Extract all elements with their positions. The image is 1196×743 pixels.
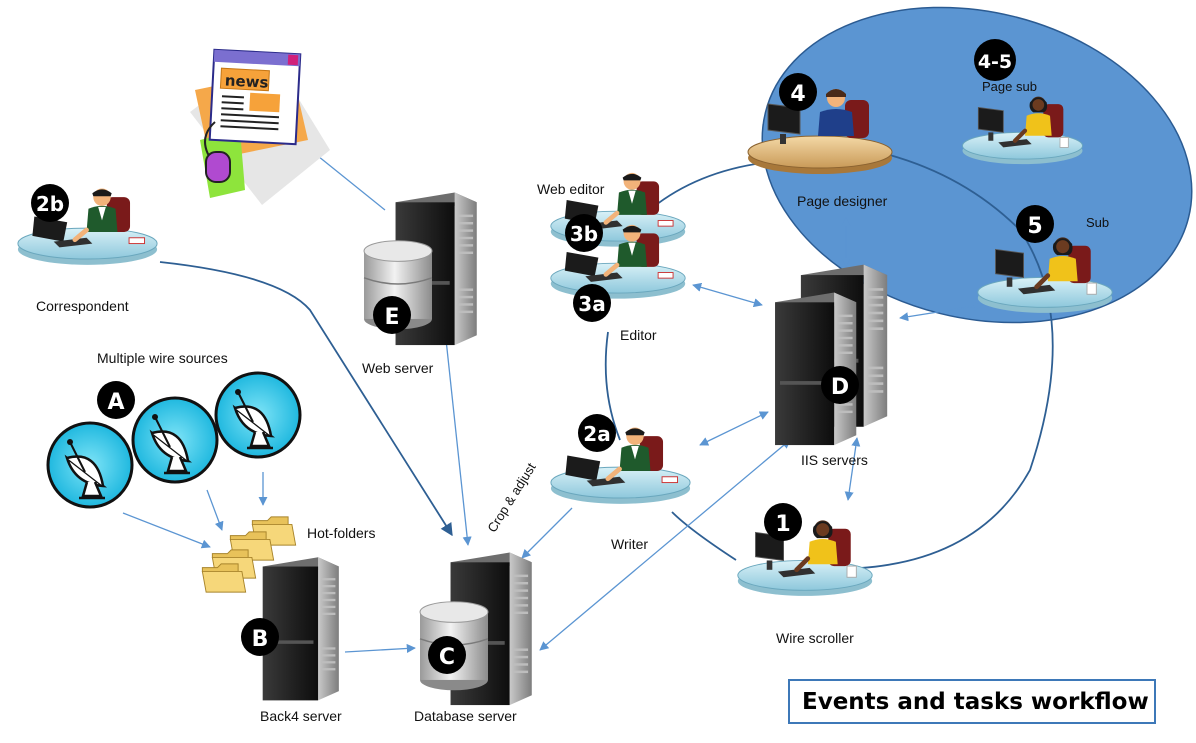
badge-4: 4 — [779, 73, 817, 111]
arrow-iis-wire — [844, 437, 861, 501]
correspondent-to-database-flow — [159, 261, 453, 537]
label-hot-folders: Hot-folders — [307, 525, 376, 541]
label-editor: Editor — [620, 327, 657, 343]
arrow-back4-to-database — [344, 643, 416, 654]
arrow-editor-iis — [692, 282, 763, 308]
label-web-editor: Web editor — [537, 181, 605, 197]
label-database-server: Database server — [414, 708, 517, 724]
svg-text:4-5: 4-5 — [978, 51, 1012, 73]
label-wire-scroller: Wire scroller — [776, 630, 854, 646]
label-multiple-wire-sources: Multiple wire sources — [97, 350, 228, 366]
badge-1: 1 — [764, 503, 802, 541]
satellite-dish-icon-3 — [214, 371, 302, 459]
svg-text:B: B — [252, 627, 269, 652]
label-page-designer: Page designer — [797, 193, 888, 209]
arrow-sub-iis — [899, 301, 983, 322]
badge-2b: 2b — [31, 184, 69, 222]
arrow-web-to-news — [307, 147, 386, 211]
badge-3b: 3b — [565, 214, 603, 252]
arrow-writer-to-database — [521, 507, 573, 559]
svg-text:2b: 2b — [36, 192, 64, 216]
label-page-sub: Page sub — [982, 79, 1037, 94]
svg-text:D: D — [831, 375, 849, 400]
arrow-writer-iis — [699, 411, 769, 446]
page-designer-workstation-icon — [747, 89, 893, 174]
label-sub: Sub — [1086, 215, 1110, 230]
badge-4-5: 4-5 — [974, 39, 1016, 81]
svg-text:4: 4 — [790, 82, 805, 107]
newspaper-icon: news — [190, 48, 330, 205]
wire-scroller-workstation-icon — [738, 520, 872, 596]
svg-text:1: 1 — [775, 512, 790, 537]
arrow-iis-database — [539, 439, 791, 651]
badge-2a: 2a — [578, 414, 616, 452]
svg-text:A: A — [107, 390, 124, 415]
badge-3a: 3a — [573, 284, 611, 322]
svg-text:5: 5 — [1027, 214, 1042, 239]
svg-text:news: news — [224, 71, 269, 91]
badge-B: B — [241, 618, 279, 656]
label-writer: Writer — [611, 536, 649, 552]
svg-text:C: C — [439, 645, 455, 670]
label-correspondent: Correspondent — [36, 298, 129, 314]
connection-arrows — [122, 147, 983, 654]
badge-C: C — [428, 636, 466, 674]
label-web-server: Web server — [362, 360, 434, 376]
satellite-dish-icon-2 — [131, 396, 219, 484]
badge-5: 5 — [1016, 205, 1054, 243]
svg-text:E: E — [384, 305, 399, 330]
label-iis-servers: IIS servers — [801, 452, 868, 468]
badge-E: E — [373, 296, 411, 334]
diagram-title: Events and tasks workflow — [802, 688, 1149, 715]
workflow-loop — [604, 149, 1054, 569]
label-back4-server: Back4 server — [260, 708, 342, 724]
badge-D: D — [821, 366, 859, 404]
svg-text:3b: 3b — [570, 222, 598, 246]
arrow-dish2-to-folders — [206, 489, 224, 531]
svg-text:3a: 3a — [578, 292, 605, 316]
satellite-dish-icon-1 — [46, 421, 134, 509]
arrow-web-database — [441, 329, 472, 546]
arrow-dish-to-folders — [122, 512, 211, 549]
diagram-title-box: Events and tasks workflow — [788, 679, 1156, 724]
badge-A: A — [97, 381, 135, 419]
svg-text:2a: 2a — [583, 422, 610, 446]
